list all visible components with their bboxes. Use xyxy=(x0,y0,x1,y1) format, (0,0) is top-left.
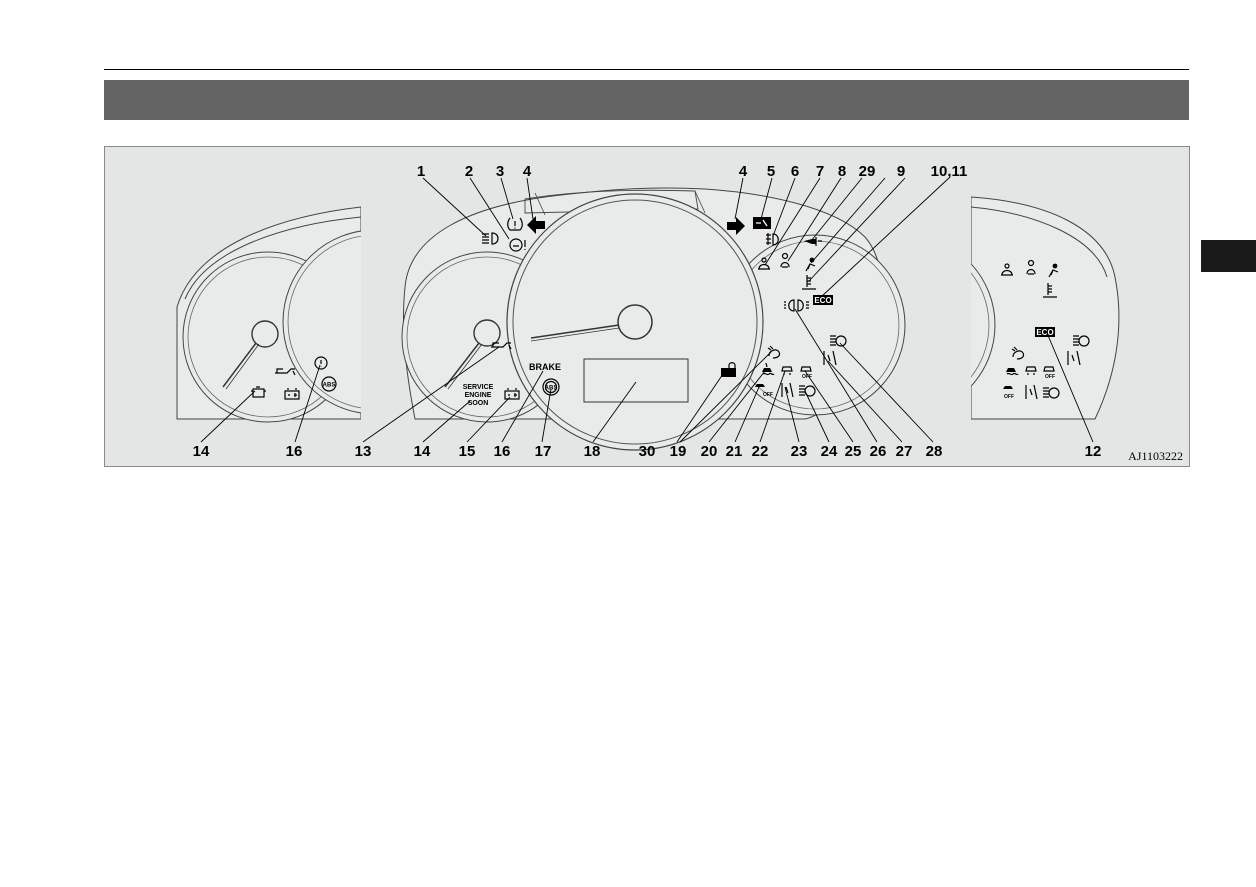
auto-high-beam-icon xyxy=(830,335,847,347)
svg-text:OFF: OFF xyxy=(802,374,812,380)
callout-number: 16 xyxy=(494,443,511,460)
active-stability-icon: OFF xyxy=(800,366,812,380)
eco-icon: ECO xyxy=(1035,327,1055,337)
seatbelt-icon xyxy=(780,252,790,268)
eco-icon: ECO xyxy=(813,295,833,305)
callout-number: 4 xyxy=(739,163,748,180)
active-stability-icon xyxy=(1006,368,1019,376)
callout-number: 8 xyxy=(838,163,846,180)
callout-number: 2 xyxy=(465,163,473,180)
callout-number: 30 xyxy=(639,443,656,460)
callout-number: 28 xyxy=(926,443,943,460)
callout-number: 21 xyxy=(726,443,743,460)
svg-text:ABS: ABS xyxy=(323,383,336,389)
top-callouts: 1 2 3 4 4 5 6 7 8 29 9 10,11 xyxy=(417,163,968,180)
callout-number: 7 xyxy=(816,163,824,180)
callout-number: 5 xyxy=(767,163,775,180)
lane-departure-icon xyxy=(1067,350,1081,366)
high-beam-icon xyxy=(784,299,809,312)
svg-text:OFF: OFF xyxy=(1045,374,1055,380)
callout-number: 10,11 xyxy=(931,163,968,180)
callout-number: 1 xyxy=(417,163,425,180)
auto-high-beam-icon xyxy=(1043,387,1060,399)
callout-number: 27 xyxy=(896,443,913,460)
lane-departure-icon xyxy=(823,350,837,366)
active-stability-icon xyxy=(1025,366,1037,375)
brake-label: BRAKE xyxy=(529,362,561,372)
oil-pressure-icon xyxy=(491,342,512,350)
svg-text:ECO: ECO xyxy=(1036,328,1053,337)
callout-number: 9 xyxy=(897,163,905,180)
charge-icon xyxy=(284,388,300,400)
callout-number: 4 xyxy=(523,163,532,180)
callout-number: 24 xyxy=(821,443,838,460)
callout-number: 22 xyxy=(752,443,769,460)
callout-number: 18 xyxy=(584,443,601,460)
callout-number: 15 xyxy=(459,443,476,460)
header-rule xyxy=(104,69,1189,70)
tire-pressure-icon xyxy=(507,217,523,231)
lane-departure-icon xyxy=(1025,384,1038,400)
turn-signal-left-icon xyxy=(527,216,545,234)
lane-departure-icon xyxy=(781,382,794,398)
rear-fog-icon xyxy=(766,233,779,246)
service-engine-soon-label: SERVICE ENGINE SOON xyxy=(463,384,494,407)
callout-number: 26 xyxy=(870,443,887,460)
left-cluster: ABS xyxy=(176,206,361,423)
callout-number: 16 xyxy=(286,443,303,460)
active-stability-icon: OFF xyxy=(1003,386,1014,400)
airbag-icon xyxy=(804,237,822,246)
image-code: AJ1103222 xyxy=(1128,449,1183,463)
svg-text:OFF: OFF xyxy=(1004,394,1014,400)
svg-text:SERVICE: SERVICE xyxy=(463,384,494,391)
turn-signal-right-icon xyxy=(727,217,745,235)
callout-number: 12 xyxy=(1085,443,1102,460)
svg-text:ECO: ECO xyxy=(814,296,831,305)
callout-number: 29 xyxy=(859,163,876,180)
airbag-icon xyxy=(805,257,816,272)
callout-number: 17 xyxy=(535,443,552,460)
seatbelt-icon xyxy=(1026,259,1036,275)
headlight-icon xyxy=(482,232,499,245)
svg-text:ENGINE: ENGINE xyxy=(465,392,492,399)
callout-number: 20 xyxy=(701,443,718,460)
coolant-temp-icon xyxy=(1043,283,1057,298)
svg-text:ABS: ABS xyxy=(545,386,558,392)
security-icon xyxy=(721,362,736,377)
center-cluster xyxy=(401,187,906,451)
multi-information-display xyxy=(583,358,689,403)
power-steering-icon xyxy=(509,238,526,252)
seatbelt-icon xyxy=(1001,263,1013,276)
airbag-icon xyxy=(1048,263,1059,278)
leader-lines xyxy=(200,177,1094,443)
callout-number: 23 xyxy=(791,443,808,460)
callout-number: 14 xyxy=(193,443,210,460)
instrument-cluster-figure: ABS xyxy=(104,146,1190,467)
active-stability-icon: OFF xyxy=(1043,366,1055,380)
tire-pressure-icon xyxy=(314,356,328,370)
callout-number: 6 xyxy=(791,163,799,180)
abs-icon: ABS xyxy=(542,378,560,396)
callout-number: 19 xyxy=(670,443,687,460)
bottom-callouts: 14 16 13 14 15 16 17 18 30 19 20 21 22 2… xyxy=(193,443,1102,460)
auto-high-beam-icon xyxy=(1073,335,1090,347)
abs-icon: ABS xyxy=(321,376,337,392)
charge-icon xyxy=(504,388,520,400)
svg-text:SOON: SOON xyxy=(468,400,489,407)
active-stability-icon xyxy=(1011,346,1025,360)
callout-number: 25 xyxy=(845,443,862,460)
callout-number: 3 xyxy=(496,163,504,180)
section-header-band xyxy=(104,80,1189,120)
active-stability-icon: OFF xyxy=(755,384,773,398)
callout-number: 13 xyxy=(355,443,372,460)
oil-pressure-icon xyxy=(275,368,296,376)
right-cluster: ECO OFF OFF xyxy=(971,196,1120,420)
svg-text:OFF: OFF xyxy=(763,392,773,398)
callout-number: 14 xyxy=(414,443,431,460)
chapter-tab xyxy=(1201,240,1256,272)
door-open-icon xyxy=(753,217,771,229)
